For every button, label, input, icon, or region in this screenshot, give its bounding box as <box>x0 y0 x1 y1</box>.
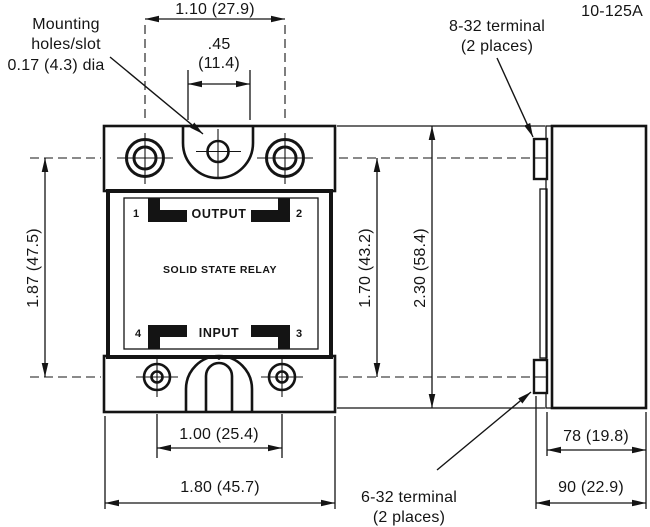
input-terminal-bar-3 <box>251 325 290 349</box>
terminal-8-32-note: 8-32 terminal (2 places) <box>449 18 545 138</box>
slot-arc <box>181 126 255 180</box>
terminal-6-32-line1: 6-32 terminal <box>361 489 457 506</box>
dim-slot-width-mm: (11.4) <box>198 55 240 72</box>
device-label: SOLID STATE RELAY <box>163 264 277 276</box>
terminal-8-32-line2: (2 places) <box>461 38 533 55</box>
mounting-note-line3: 0.17 (4.3) dia <box>7 57 104 74</box>
top-left-screw <box>117 133 173 184</box>
terminal-6-32-note: 6-32 terminal (2 places) <box>361 391 532 526</box>
annotations: 10-125A Mounting holes/slot 0.17 (4.3) d… <box>7 3 643 526</box>
slot-center-mark <box>217 357 221 360</box>
terminal-number-2: 2 <box>296 208 302 220</box>
dim-bottom-hole-spacing: 1.00 (25.4) <box>179 426 259 443</box>
input-terminal-bar-4 <box>148 325 187 349</box>
dimensions: 1.10 (27.9) .45 (11.4) 1.87 (47.5) 1.70 … <box>25 1 647 509</box>
top-right-screw <box>257 133 313 184</box>
screw-outer <box>265 138 305 178</box>
baseplate-mid-edge <box>539 188 548 359</box>
side-view <box>337 124 648 410</box>
screw-outer <box>267 362 297 392</box>
mounting-leader-arrow <box>109 56 204 135</box>
front-view: 1 OUTPUT 2 SOLID STATE RELAY 4 INPUT 3 <box>102 124 337 414</box>
dim-overall-width: 1.80 (45.7) <box>180 479 260 496</box>
terminal-number-3: 3 <box>296 328 302 340</box>
screw-inner <box>132 145 158 171</box>
bottom-left-screw <box>136 357 178 397</box>
mounting-note: Mounting holes/slot 0.17 (4.3) dia <box>7 16 204 135</box>
screw-outer <box>142 362 172 392</box>
dim-overall-height: 2.30 (58.4) <box>412 228 429 308</box>
input-label: INPUT <box>199 326 240 340</box>
terminal-number-1: 1 <box>133 208 139 220</box>
side-body <box>550 124 648 410</box>
dim-overall-depth: 90 (22.9) <box>558 479 624 496</box>
screw-inner <box>272 145 298 171</box>
dim-mounting-hole-spacing: 1.87 (47.5) <box>25 228 42 308</box>
part-number: 10-125A <box>581 3 643 20</box>
dim-terminal-spacing: 1.70 (43.2) <box>357 228 374 308</box>
terminal-number-4: 4 <box>135 328 142 340</box>
slot-outer-arch <box>184 354 254 412</box>
bottom-mounting-tab <box>102 354 337 414</box>
screw-outer <box>125 138 165 178</box>
dim-slot-width-in: .45 <box>208 36 231 53</box>
slot-hole <box>206 139 230 164</box>
terminal-8-32-leader-arrow <box>496 57 534 138</box>
relay-face-inner-outline <box>123 197 319 350</box>
terminal-6-32-leader-arrow <box>436 391 532 471</box>
output-label: OUTPUT <box>192 207 247 221</box>
terminal-8-32-line1: 8-32 terminal <box>449 18 545 35</box>
dim-body-depth: 78 (19.8) <box>563 428 629 445</box>
output-terminal-bar-2 <box>251 198 290 222</box>
output-terminal-bar-1 <box>148 198 187 222</box>
top-mounting-slot <box>181 126 255 180</box>
terminal-6-32-line2: (2 places) <box>373 509 445 526</box>
bottom-right-screw <box>261 357 303 397</box>
mounting-note-line1: Mounting <box>32 16 99 33</box>
screw-inner <box>275 370 289 384</box>
screw-inner <box>150 370 164 384</box>
bottom-mounting-slot <box>184 354 254 412</box>
slot-inner-channel <box>204 361 234 412</box>
mounting-note-line2: holes/slot <box>31 36 101 53</box>
terminal-8-32-block <box>532 137 549 181</box>
centerlines <box>30 25 531 378</box>
dim-top-hole-spacing: 1.10 (27.9) <box>175 1 255 18</box>
